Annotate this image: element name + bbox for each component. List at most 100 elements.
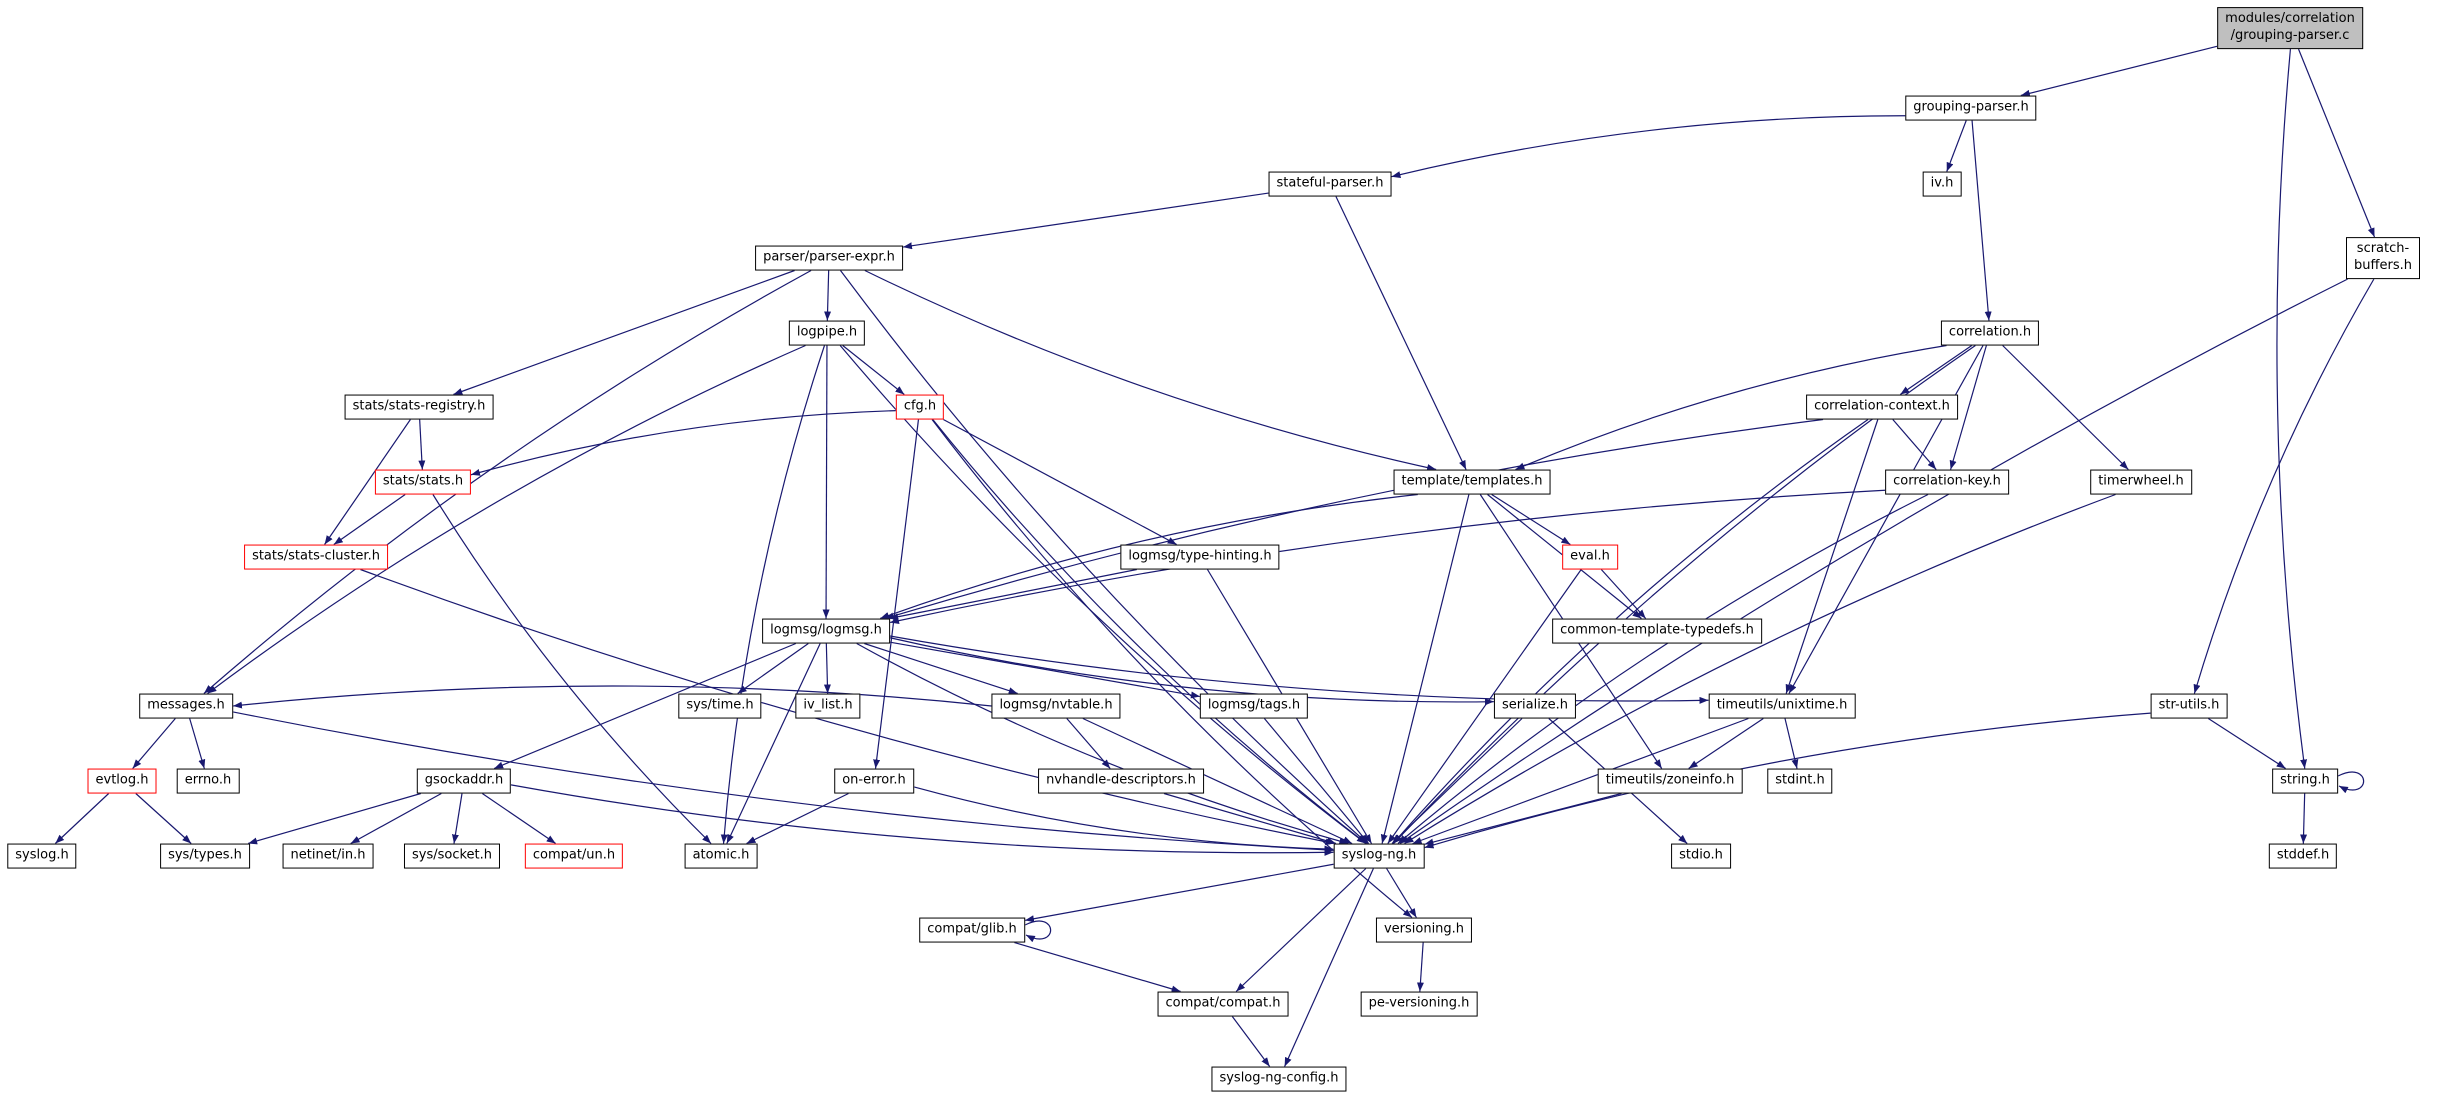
graph-node-pe_versioning_h[interactable]: pe-versioning.h <box>1360 991 1478 1017</box>
include-edge-stats_cluster_h-to-syslog_ng_h <box>360 568 1335 846</box>
include-edge-cfg_h-to-on_error_h <box>873 419 920 769</box>
graph-node-compat_compat_h[interactable]: compat/compat.h <box>1157 991 1289 1017</box>
graph-node-stats_h[interactable]: stats/stats.h <box>374 469 472 495</box>
graph-node-str_utils_h[interactable]: str-utils.h <box>2150 693 2228 719</box>
include-edge-logmsg_h-to-iv_list_h <box>823 643 831 694</box>
include-edge-logmsg_h-to-unixtime_h <box>889 635 1709 704</box>
include-edge-logpipe_h-to-logmsg_h <box>822 345 830 619</box>
include-edge-logmsg_h-to-gsockaddr_h <box>493 642 797 770</box>
graph-node-messages_h[interactable]: messages.h <box>139 693 233 719</box>
graph-node-compat_glib_h[interactable]: compat/glib.h <box>919 917 1025 943</box>
include-edge-compat_compat_h-to-syslog_ng_config_h <box>1231 1016 1271 1067</box>
graph-node-type_hinting_h[interactable]: logmsg/type-hinting.h <box>1120 544 1280 570</box>
include-edge-correlation_h-to-timerwheel_h <box>2002 345 2129 470</box>
include-edge-compat_glib_h-to-compat_compat_h <box>1014 941 1181 993</box>
graph-node-syslog_ng_config_h[interactable]: syslog-ng-config.h <box>1211 1066 1347 1092</box>
graph-node-scratch_buffers_h[interactable]: scratch-buffers.h <box>2346 237 2420 279</box>
graph-node-zoneinfo_h[interactable]: timeutils/zoneinfo.h <box>1597 768 1743 794</box>
include-edge-logpipe_h-to-cfg_h <box>842 345 905 395</box>
include-edge-nvtable_h-to-messages_h <box>232 685 992 709</box>
graph-node-sys_socket_h[interactable]: sys/socket.h <box>403 843 501 869</box>
graph-node-nvtable_h[interactable]: logmsg/nvtable.h <box>991 693 1121 719</box>
graph-node-versioning_h[interactable]: versioning.h <box>1375 917 1473 943</box>
include-edge-correlation_context_h-to-correlation_key_h <box>1892 419 1937 470</box>
include-edge-scratch_buffers_h-to-str_utils_h <box>2193 278 2375 694</box>
graph-node-eval_h[interactable]: eval.h <box>1562 544 1618 570</box>
graph-node-stdio_h[interactable]: stdio.h <box>1671 843 1731 869</box>
graph-node-syslog_ng_h[interactable]: syslog-ng.h <box>1333 843 1425 869</box>
graph-node-stats_cluster_h[interactable]: stats/stats-cluster.h <box>244 544 388 570</box>
graph-node-sys_time_h[interactable]: sys/time.h <box>678 693 762 719</box>
graph-node-sys_types_h[interactable]: sys/types.h <box>160 843 250 869</box>
include-edge-logpipe_h-to-messages_h <box>207 344 806 694</box>
include-edge-logmsg_h-to-sys_time_h <box>737 643 809 694</box>
include-edge-eval_h-to-common_template_typedefs_h <box>1600 569 1647 619</box>
graph-node-stateful_parser_h[interactable]: stateful-parser.h <box>1268 171 1392 197</box>
graph-node-timerwheel_h[interactable]: timerwheel.h <box>2090 469 2192 495</box>
include-edge-parser_expr_h-to-messages_h <box>203 269 812 694</box>
graph-node-stats_registry_h[interactable]: stats/stats-registry.h <box>344 394 494 420</box>
include-edge-zoneinfo_h-to-syslog_ng_h <box>1424 792 1622 846</box>
include-edge-string_h-to-stddef_h <box>2300 793 2308 844</box>
include-edge-syslog_ng_h-to-syslog_ng_config_h <box>1284 868 1374 1067</box>
graph-node-gsockaddr_h[interactable]: gsockaddr.h <box>416 768 512 794</box>
graph-node-netinet_in_h[interactable]: netinet/in.h <box>282 843 374 869</box>
include-edge-logpipe_h-to-atomic_h <box>720 345 826 844</box>
graph-node-compat_un_h[interactable]: compat/un.h <box>524 843 624 869</box>
include-edge-nvhandle_descriptors_h-to-syslog_ng_h <box>1163 792 1337 845</box>
include-edge-templates_h-to-eval_h <box>1491 493 1571 546</box>
graph-node-templates_h[interactable]: template/templates.h <box>1393 469 1551 495</box>
include-edge-unixtime_h-to-stdint_h <box>1784 718 1799 769</box>
include-edge-logmsg_h-to-atomic_h <box>726 643 821 844</box>
include-edge-root-to-grouping_parser_h <box>2020 45 2218 97</box>
include-edge-correlation_key_h-to-logmsg_h <box>889 489 1886 625</box>
graph-node-cfg_h[interactable]: cfg.h <box>895 394 945 420</box>
include-edge-stats_registry_h-to-stats_cluster_h <box>324 419 411 545</box>
include-edge-on_error_h-to-atomic_h <box>746 792 849 845</box>
include-edge-syslog_ng_h-to-compat_glib_h <box>1024 863 1334 923</box>
graph-node-string_h[interactable]: string.h <box>2272 768 2338 794</box>
graph-node-errno_h[interactable]: errno.h <box>176 768 240 794</box>
include-edge-nvtable_h-to-nvhandle_descriptors_h <box>1066 718 1111 769</box>
graph-node-iv_list_h[interactable]: iv_list.h <box>795 693 861 719</box>
include-edge-logmsg_h-to-serialize_h <box>889 637 1495 706</box>
graph-node-root[interactable]: modules/correlation /grouping-parser.c <box>2217 7 2363 49</box>
graph-node-correlation_h[interactable]: correlation.h <box>1940 320 2040 346</box>
include-edge-stats_h-to-atomic_h <box>432 494 712 844</box>
include-edge-cfg_h-to-type_hinting_h <box>943 418 1177 546</box>
graph-node-tags_h[interactable]: logmsg/tags.h <box>1199 693 1309 719</box>
graph-node-grouping_parser_h[interactable]: grouping-parser.h <box>1905 95 2037 121</box>
include-edge-grouping_parser_h-to-iv_h <box>1946 120 1967 172</box>
graph-node-serialize_h[interactable]: serialize.h <box>1493 693 1577 719</box>
include-edge-str_utils_h-to-string_h <box>2208 717 2286 770</box>
include-edge-messages_h-to-evtlog_h <box>132 718 176 769</box>
graph-node-common_template_typedefs_h[interactable]: common-template-typedefs.h <box>1552 618 1762 644</box>
graph-node-iv_h[interactable]: iv.h <box>1922 171 1962 197</box>
include-edge-stateful_parser_h-to-templates_h <box>1335 196 1467 470</box>
include-edge-tags_h-to-syslog_ng_h <box>1263 718 1370 844</box>
graph-node-stddef_h[interactable]: stddef.h <box>2268 843 2338 869</box>
graph-node-logpipe_h[interactable]: logpipe.h <box>788 320 866 346</box>
graph-node-parser_expr_h[interactable]: parser/parser-expr.h <box>755 245 903 271</box>
graph-node-correlation_key_h[interactable]: correlation-key.h <box>1885 469 2009 495</box>
include-edge-correlation_key_h-to-syslog_ng_h <box>1397 493 1929 844</box>
graph-node-on_error_h[interactable]: on-error.h <box>834 768 914 794</box>
include-edge-grouping_parser_h-to-correlation_h <box>1971 120 1992 321</box>
graph-node-correlation_context_h[interactable]: correlation-context.h <box>1806 394 1958 420</box>
include-edge-string_h-to-string_h <box>2337 771 2365 794</box>
graph-node-syslog_h[interactable]: syslog.h <box>7 843 77 869</box>
include-edge-gsockaddr_h-to-sys_socket_h <box>451 793 463 844</box>
include-edge-stateful_parser_h-to-parser_expr_h <box>902 192 1269 250</box>
graph-node-nvhandle_descriptors_h[interactable]: nvhandle-descriptors.h <box>1038 768 1204 794</box>
graph-node-logmsg_h[interactable]: logmsg/logmsg.h <box>762 618 890 644</box>
include-edge-messages_h-to-syslog_ng_h <box>232 711 1334 854</box>
graph-node-evtlog_h[interactable]: evtlog.h <box>87 768 157 794</box>
include-edge-evtlog_h-to-sys_types_h <box>135 793 192 844</box>
graph-node-atomic_h[interactable]: atomic.h <box>684 843 758 869</box>
include-edge-correlation_context_h-to-unixtime_h <box>1785 419 1879 694</box>
include-edge-unixtime_h-to-syslog_ng_h <box>1412 717 1749 845</box>
graph-node-unixtime_h[interactable]: timeutils/unixtime.h <box>1708 693 1856 719</box>
include-edge-gsockaddr_h-to-sys_types_h <box>248 792 421 845</box>
graph-node-stdint_h[interactable]: stdint.h <box>1767 768 1833 794</box>
